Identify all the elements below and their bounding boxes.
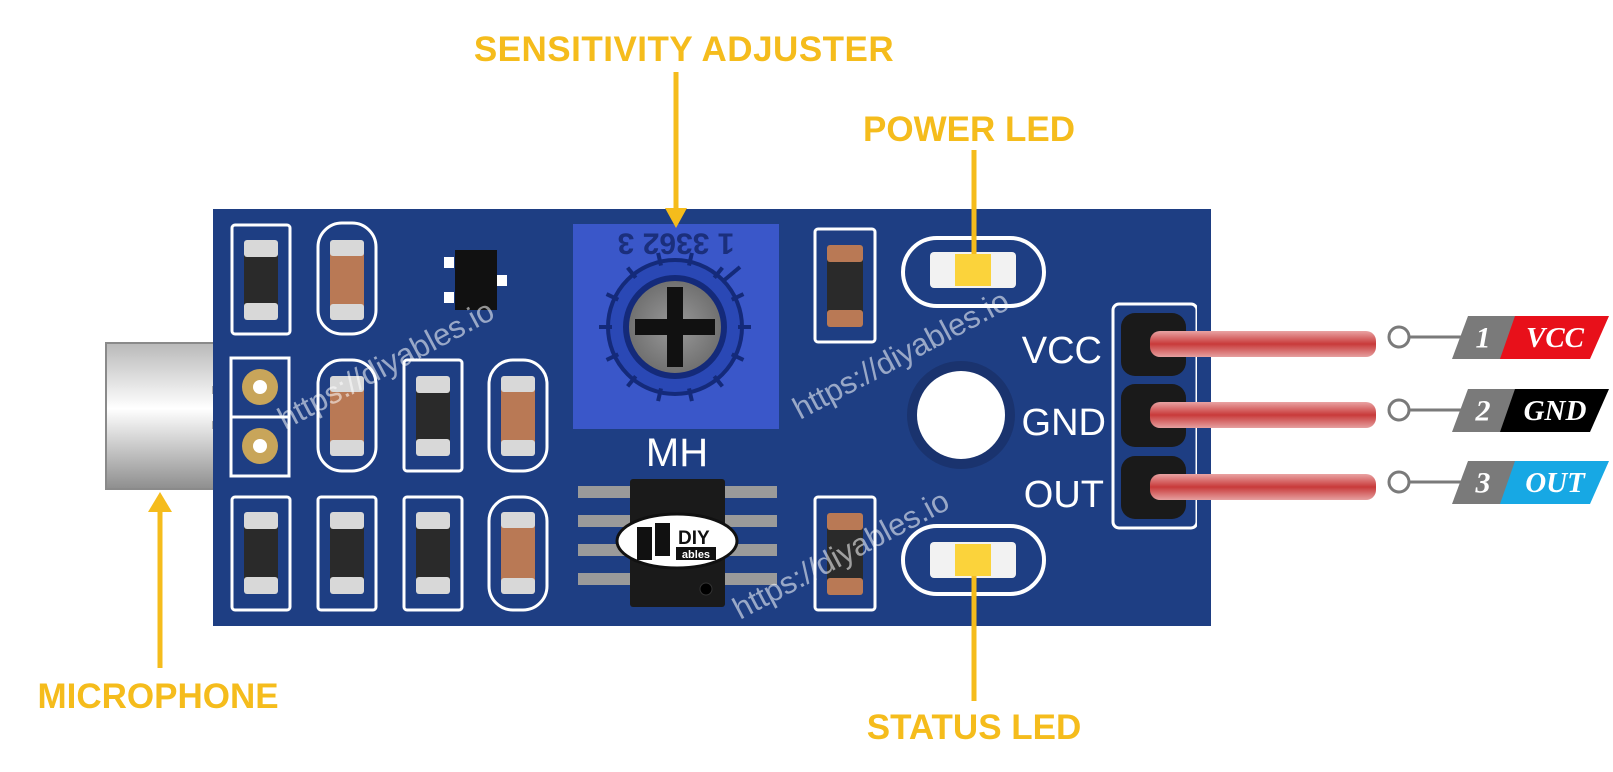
logo-text-top: DIY — [678, 528, 710, 549]
pin-name-bg-out — [1500, 461, 1609, 504]
pin-tag-vcc: 1 VCC — [1387, 316, 1609, 359]
pot-knurl-tick — [656, 387, 663, 402]
pin-number-bg-3 — [1452, 461, 1515, 504]
pot-knurl-tick — [626, 266, 638, 279]
pin-number-bg-2 — [1452, 389, 1515, 432]
pin-tag-out: 3 OUT — [1387, 461, 1609, 504]
logo-text-bottom: ables — [682, 549, 710, 561]
header-pins — [1111, 300, 1376, 532]
pin-name-bg-gnd — [1500, 389, 1609, 432]
pot-knurl-tick — [605, 292, 620, 302]
board-label-gnd: GND — [1022, 402, 1106, 444]
mic-solder-pads — [229, 356, 291, 478]
brand-mark: MH — [646, 431, 708, 475]
pot-knurl-tick — [687, 252, 694, 267]
pin-name-vcc: VCC — [1526, 322, 1585, 354]
pot-knurl-tick — [712, 266, 724, 279]
pot-knurl-tick — [605, 352, 620, 362]
mounting-hole — [907, 361, 1015, 469]
pot-knurl-tick — [730, 352, 745, 362]
pot-knurl-tick — [656, 252, 663, 267]
pot-marking: 1 3362 3 — [618, 227, 735, 260]
board-label-vcc: VCC — [1022, 330, 1102, 372]
transistor — [444, 250, 507, 310]
pin-name-bg-vcc — [1500, 316, 1609, 359]
pot-knurl-tick — [730, 292, 745, 302]
callout-power-led: POWER LED — [863, 110, 1075, 149]
callout-sensitivity-adjuster: SENSITIVITY ADJUSTER — [474, 30, 894, 69]
pot-knurl-tick — [687, 387, 694, 402]
pin-number-3: 3 — [1475, 467, 1491, 500]
potentiometer: 1 3362 3 — [573, 224, 779, 429]
pin-tag-gnd: 2 GND — [1387, 389, 1609, 432]
board-label-out: OUT — [1024, 474, 1104, 516]
pin-name-gnd: GND — [1524, 395, 1587, 427]
pot-knurl-tick — [712, 375, 724, 388]
pot-knurl-tick — [626, 375, 638, 388]
microphone — [105, 342, 226, 490]
pin-number-1: 1 — [1476, 322, 1491, 355]
callout-status-led: STATUS LED — [867, 708, 1082, 747]
pin-number-bg-1 — [1452, 316, 1515, 359]
callout-arrows — [148, 72, 977, 701]
callout-microphone: MICROPHONE — [37, 677, 278, 716]
pin-name-out: OUT — [1525, 467, 1586, 499]
pin-number-2: 2 — [1475, 395, 1491, 428]
smd-resistors — [230, 221, 877, 612]
diyables-logo: DIY ables — [615, 512, 739, 570]
